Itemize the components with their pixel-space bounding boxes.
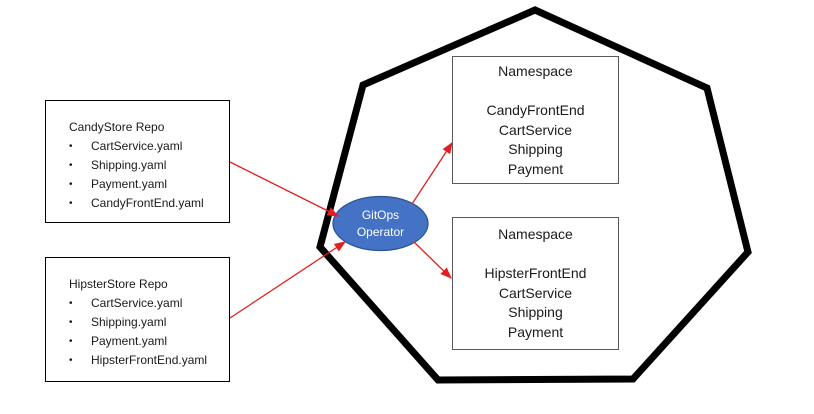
- spacer: [453, 244, 618, 264]
- gitops-operator-label-line2: Operator: [356, 225, 405, 239]
- repo-file: Shipping.yaml: [91, 158, 167, 172]
- repo-file: Shipping.yaml: [91, 315, 167, 329]
- list-item: • HipsterFrontEnd.yaml: [69, 351, 223, 370]
- namespace-title: Namespace: [498, 63, 573, 79]
- hipsterstore-repo-box: HipsterStore Repo • CartService.yaml • S…: [45, 257, 230, 382]
- namespace-service: CartService: [498, 121, 573, 138]
- hipster-namespace-box: Namespace HipsterFrontEnd CartService Sh…: [452, 217, 619, 350]
- list-item: • CandyFrontEnd.yaml: [69, 194, 223, 213]
- repo-file: CartService.yaml: [91, 296, 183, 310]
- namespace-service: HipsterFrontEnd: [484, 265, 587, 282]
- gitops-operator-label: GitOps Operator: [333, 207, 428, 241]
- bullet-icon: •: [69, 141, 73, 152]
- list-item: • Payment.yaml: [69, 175, 223, 194]
- bullet-icon: •: [69, 336, 73, 347]
- namespace-service: Shipping: [508, 304, 563, 321]
- cluster-heptagon: [316, 6, 752, 384]
- repo-title: HipsterStore Repo: [69, 277, 168, 291]
- repo-file: Payment.yaml: [91, 334, 168, 348]
- list-item: • CartService.yaml: [69, 294, 223, 313]
- list-item: • Payment.yaml: [69, 332, 223, 351]
- bullet-icon: •: [69, 298, 73, 309]
- namespace-title: Namespace: [498, 226, 573, 242]
- gitops-operator-ellipse: [332, 195, 429, 252]
- arrow-operator-to-hipster-namespace: [413, 241, 452, 279]
- namespace-service: Shipping: [508, 141, 563, 158]
- namespace-service: CandyFrontEnd: [486, 102, 585, 119]
- bullet-icon: •: [69, 160, 73, 171]
- repo-file: CartService.yaml: [91, 139, 183, 153]
- list-item: • Shipping.yaml: [69, 313, 223, 332]
- bullet-icon: •: [69, 179, 73, 190]
- repo-file: CandyFrontEnd.yaml: [91, 196, 204, 210]
- repo-file: Payment.yaml: [91, 177, 168, 191]
- repo-file: HipsterFrontEnd.yaml: [91, 353, 208, 367]
- repo-title: CandyStore Repo: [69, 120, 165, 134]
- gitops-operator-label-line1: GitOps: [361, 208, 400, 222]
- namespace-service: CartService: [498, 284, 573, 301]
- list-item: • Shipping.yaml: [69, 156, 223, 175]
- bullet-icon: •: [69, 198, 73, 209]
- arrow-hipsterstore-to-operator: [229, 241, 347, 319]
- list-item: • CartService.yaml: [69, 137, 223, 156]
- spacer: [453, 81, 618, 101]
- candystore-repo-box: CandyStore Repo • CartService.yaml • Shi…: [45, 100, 230, 223]
- namespace-service: Payment: [507, 160, 564, 177]
- arrow-candystore-to-operator: [229, 161, 340, 217]
- candy-namespace-box: Namespace CandyFrontEnd CartService Ship…: [452, 56, 619, 184]
- namespace-service: Payment: [507, 323, 564, 340]
- arrow-operator-to-candy-namespace: [411, 141, 453, 205]
- bullet-icon: •: [69, 355, 73, 366]
- bullet-icon: •: [69, 317, 73, 328]
